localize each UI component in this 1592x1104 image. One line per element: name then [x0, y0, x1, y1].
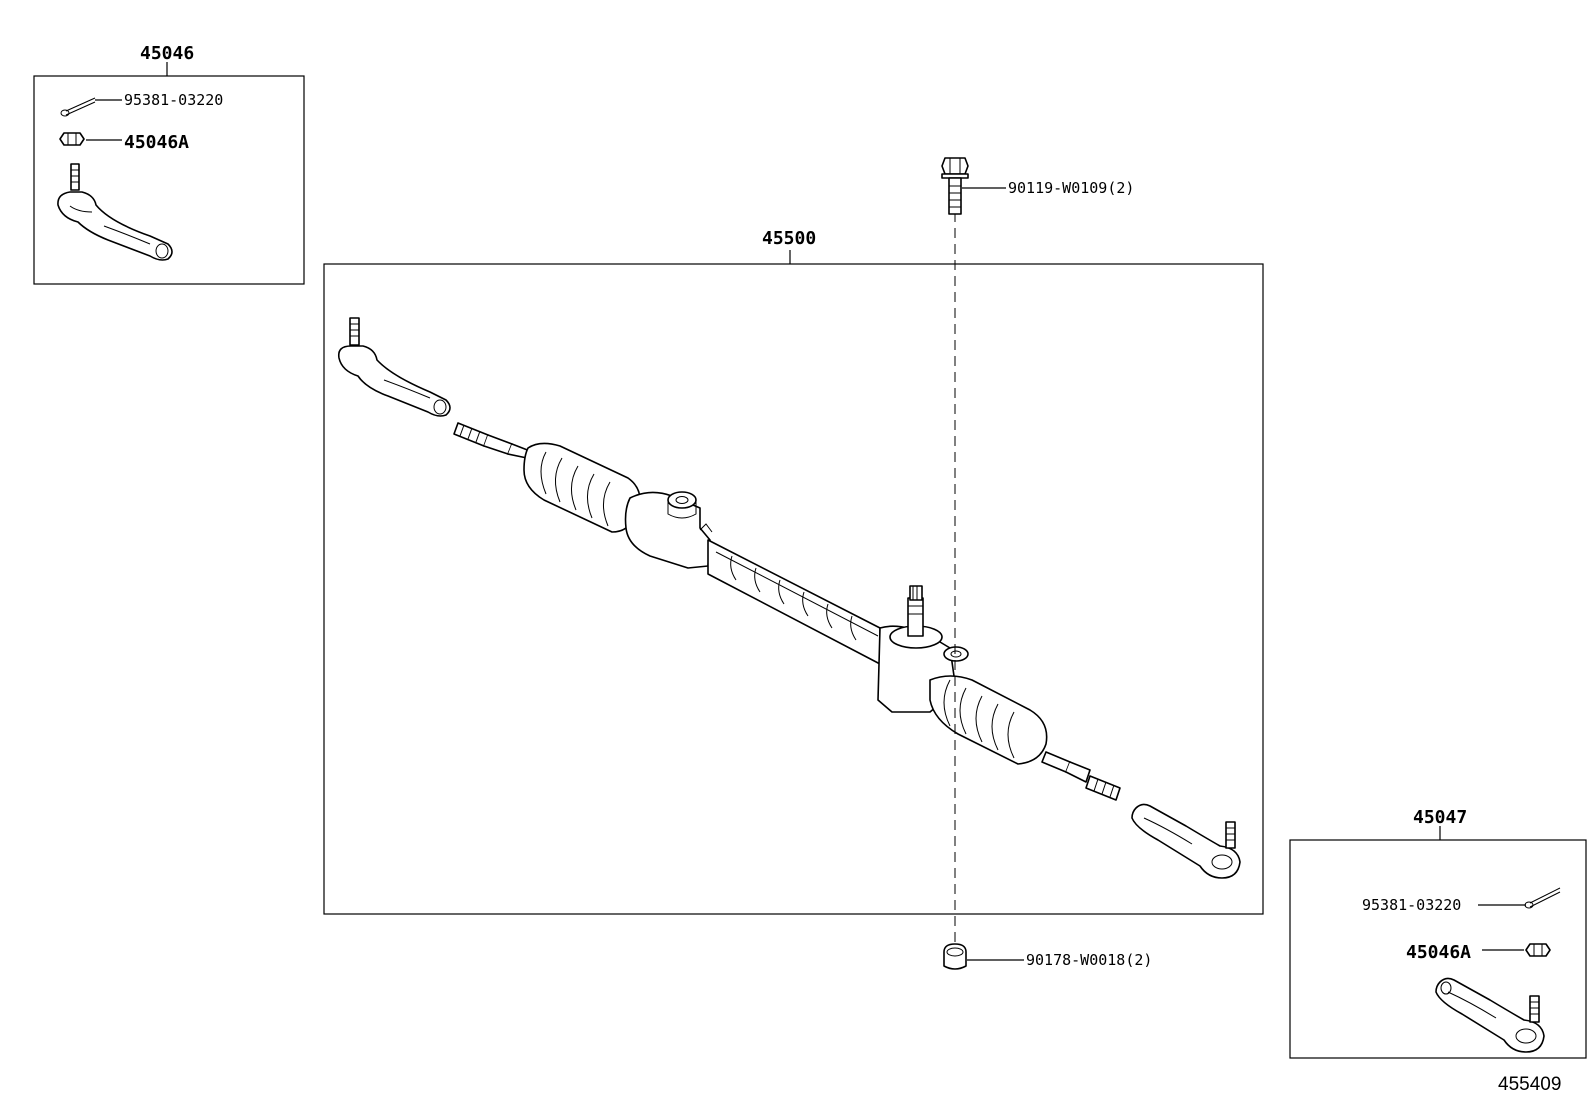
grommet-group: 90178-W0018(2) — [943, 943, 1152, 970]
castle-nut-icon[interactable] — [59, 132, 85, 146]
tie-rod-end-inner-right-icon[interactable] — [1131, 803, 1241, 879]
castle-nut-icon[interactable] — [1525, 943, 1551, 957]
part-label-45500[interactable]: 45500 — [762, 228, 816, 249]
group-45046: 45046 95381-03220 45046A — [33, 43, 305, 285]
grommet-icon[interactable] — [943, 943, 967, 970]
diagram-ref-number: 455409 — [1498, 1074, 1561, 1095]
group-45047-frame — [1289, 839, 1587, 1059]
group-45500: 45500 — [323, 228, 1264, 915]
cotter-pin-icon[interactable] — [1524, 887, 1561, 909]
tie-rod-end-right-icon[interactable] — [1435, 977, 1545, 1053]
threaded-end-left-icon[interactable] — [453, 422, 531, 459]
part-label-45046[interactable]: 45046 — [140, 43, 194, 64]
tie-rod-end-inner-left-icon[interactable] — [337, 317, 451, 417]
part-label-bolt[interactable]: 90119-W0109(2) — [1008, 179, 1134, 197]
steering-rack-body-icon[interactable] — [523, 442, 1048, 765]
part-label-cotter-pin-left[interactable]: 95381-03220 — [124, 91, 223, 109]
part-label-nut-right[interactable]: 45046A — [1406, 942, 1471, 963]
bolt-group: 90119-W0109(2) — [941, 157, 1134, 215]
tie-rod-end-left-icon[interactable] — [57, 163, 173, 261]
part-label-cotter-pin-right[interactable]: 95381-03220 — [1362, 896, 1461, 914]
group-45047: 45047 95381-03220 45046A — [1289, 807, 1587, 1059]
threaded-end-right-icon[interactable] — [1041, 751, 1121, 801]
group-45500-frame — [323, 263, 1264, 915]
cotter-pin-icon[interactable] — [60, 97, 96, 117]
part-label-45047[interactable]: 45047 — [1413, 807, 1467, 828]
bolt-icon[interactable] — [941, 157, 969, 215]
part-label-nut-left[interactable]: 45046A — [124, 132, 189, 153]
group-45046-frame — [33, 75, 305, 285]
part-label-grommet[interactable]: 90178-W0018(2) — [1026, 951, 1152, 969]
